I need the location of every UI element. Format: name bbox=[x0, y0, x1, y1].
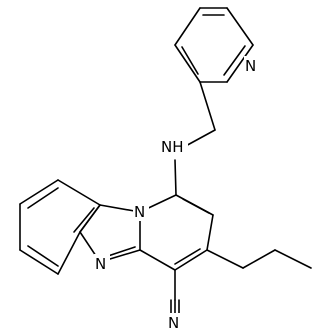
benzene-ring bbox=[19, 179, 101, 275]
bond-inner bbox=[107, 246, 136, 257]
bond-inner bbox=[27, 245, 59, 267]
amine-nh-label: NH bbox=[161, 138, 184, 156]
pyridine-ring bbox=[174, 7, 254, 83]
nitrile-nitrogen-label: N bbox=[168, 314, 179, 332]
bond-inner bbox=[223, 45, 246, 76]
bond bbox=[206, 249, 244, 269]
propyl-chain bbox=[206, 249, 312, 269]
bond bbox=[206, 214, 214, 251]
bond bbox=[19, 249, 59, 275]
bond-inner bbox=[181, 46, 199, 75]
bond bbox=[174, 44, 201, 83]
bond-inner bbox=[73, 207, 95, 233]
ring-nitrogen-label: N bbox=[134, 203, 145, 221]
bond bbox=[226, 44, 254, 83]
bond bbox=[174, 159, 177, 196]
bond bbox=[226, 7, 254, 46]
bond bbox=[274, 249, 312, 269]
bond bbox=[79, 204, 101, 233]
pyridine-nitrogen-label: N bbox=[245, 57, 256, 75]
bond bbox=[242, 249, 276, 269]
bond-inner bbox=[27, 187, 59, 209]
bond-inner bbox=[182, 198, 210, 214]
imidazole-nitrogen-label: N bbox=[95, 255, 106, 273]
bond bbox=[139, 249, 176, 271]
bond bbox=[57, 231, 81, 275]
bond bbox=[19, 179, 59, 205]
nitrile-group bbox=[170, 269, 180, 319]
bond bbox=[174, 7, 201, 46]
bond bbox=[174, 249, 208, 271]
bond-inner bbox=[174, 248, 201, 265]
bond bbox=[57, 179, 101, 206]
bond bbox=[199, 81, 216, 131]
core-pyridine-ring bbox=[139, 159, 214, 271]
